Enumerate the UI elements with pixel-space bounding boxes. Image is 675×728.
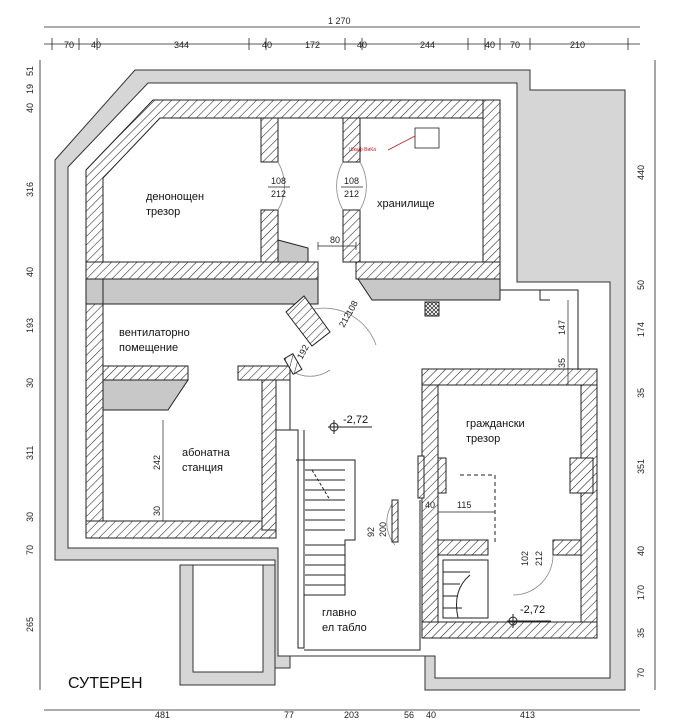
dim-147: 147 bbox=[557, 320, 567, 335]
top-dim: 40 bbox=[485, 40, 495, 50]
right-dim: 50 bbox=[636, 280, 646, 290]
dim-242: 242 bbox=[152, 455, 162, 470]
room-grazhdanski-line1: граждански bbox=[466, 418, 525, 430]
room-denonoshten-line2: трезор bbox=[146, 206, 180, 218]
top-dim: 70 bbox=[64, 40, 74, 50]
top-dim: 40 bbox=[91, 40, 101, 50]
bottom-dim: 413 bbox=[520, 710, 535, 720]
room-tablo-line1: главно bbox=[322, 607, 356, 619]
room-ventilatorno-line2: помещение bbox=[119, 342, 178, 354]
level-value-2: -2,72 bbox=[520, 604, 545, 616]
room-grazhdanski-line2: трезор bbox=[466, 433, 500, 445]
dim-opening-80: 80 bbox=[330, 235, 340, 245]
right-dim: 440 bbox=[636, 165, 646, 180]
dim-30: 30 bbox=[152, 506, 162, 516]
level-value-1: -2,72 bbox=[343, 414, 368, 426]
bottom-dim: 40 bbox=[426, 710, 436, 720]
cabinet-note: Шкаф ВиКа bbox=[349, 127, 440, 153]
left-dim: 30 bbox=[25, 378, 35, 388]
room-hranilishte: хранилище bbox=[377, 198, 435, 210]
door-2-height: 212 bbox=[344, 189, 359, 199]
top-dim: 172 bbox=[305, 40, 320, 50]
dim-115: 115 bbox=[457, 500, 471, 510]
left-dim: 40 bbox=[25, 103, 35, 113]
door-6-width: 92 bbox=[366, 527, 376, 537]
top-dimension-line bbox=[44, 26, 640, 45]
room-abonatna-line2: станция bbox=[182, 462, 223, 474]
top-dim: 40 bbox=[262, 40, 272, 50]
room-denonoshten-line1: денонощен bbox=[146, 191, 204, 203]
room-ventilatorno-line1: вентилаторно bbox=[119, 327, 190, 339]
left-dim: 30 bbox=[25, 512, 35, 522]
left-dim: 265 bbox=[25, 617, 35, 632]
door-5-width: 102 bbox=[520, 551, 530, 566]
level-marker-2: -2,72 bbox=[507, 604, 551, 628]
door-1-height: 212 bbox=[271, 189, 286, 199]
left-dim: 316 bbox=[25, 182, 35, 197]
right-dim: 351 bbox=[636, 459, 646, 474]
right-dim: 174 bbox=[636, 322, 646, 337]
left-dim: 193 bbox=[25, 318, 35, 333]
door-2-width: 108 bbox=[344, 176, 359, 186]
bottom-dimension-labels: 481 77 203 56 40 413 bbox=[155, 710, 535, 720]
top-dimension-ticks bbox=[51, 38, 629, 50]
top-dim: 344 bbox=[174, 40, 189, 50]
shaft-block bbox=[424, 301, 440, 317]
door-5-height: 212 bbox=[534, 551, 544, 566]
top-total-dim: 1 270 bbox=[328, 16, 351, 26]
top-dimension-labels: 70 40 344 40 172 40 244 40 70 210 bbox=[64, 40, 585, 50]
door-leaves bbox=[283, 295, 425, 543]
right-dim: 70 bbox=[636, 668, 646, 678]
level-marker-1: -2,72 bbox=[328, 414, 372, 434]
right-dim: 40 bbox=[636, 546, 646, 556]
inner-dimensions bbox=[162, 242, 569, 521]
right-dimension-labels: 440 50 174 35 351 40 170 35 70 bbox=[636, 165, 646, 678]
concrete-blocks bbox=[85, 239, 501, 411]
door-1-width: 108 bbox=[271, 176, 286, 186]
left-dim: 19 bbox=[25, 84, 35, 94]
left-dimension-labels: 51 19 40 316 40 193 30 311 30 70 265 bbox=[25, 66, 35, 632]
bottom-dim: 77 bbox=[284, 710, 294, 720]
note-text: Шкаф ВиКа bbox=[349, 147, 376, 153]
bottom-dim: 481 bbox=[155, 710, 170, 720]
inner-dimension-labels: 80 147 35 242 30 40 115 bbox=[152, 235, 567, 516]
bottom-dim: 56 bbox=[404, 710, 414, 720]
top-dim: 40 bbox=[357, 40, 367, 50]
top-dim: 210 bbox=[570, 40, 585, 50]
drawing-title: СУТЕРЕН bbox=[68, 675, 143, 692]
interior-lines bbox=[275, 289, 579, 651]
top-dim: 70 bbox=[510, 40, 520, 50]
left-dim: 311 bbox=[25, 446, 35, 460]
right-dim: 35 bbox=[636, 628, 646, 638]
left-dim: 70 bbox=[25, 545, 35, 555]
top-dim: 244 bbox=[420, 40, 435, 50]
door-7-height: 200 bbox=[378, 522, 388, 537]
dim-40: 40 bbox=[425, 500, 435, 510]
right-dim: 170 bbox=[636, 585, 646, 600]
room-tablo-line2: ел табло bbox=[322, 622, 367, 634]
dim-35: 35 bbox=[557, 358, 567, 368]
left-dim: 51 bbox=[25, 66, 35, 76]
room-abonatna-line1: абонатна bbox=[182, 447, 231, 459]
bottom-dim: 203 bbox=[344, 710, 359, 720]
right-dim: 35 bbox=[636, 388, 646, 398]
left-dim: 40 bbox=[25, 267, 35, 277]
room-labels: денонощен трезор хранилище вентилаторно … bbox=[119, 191, 525, 634]
